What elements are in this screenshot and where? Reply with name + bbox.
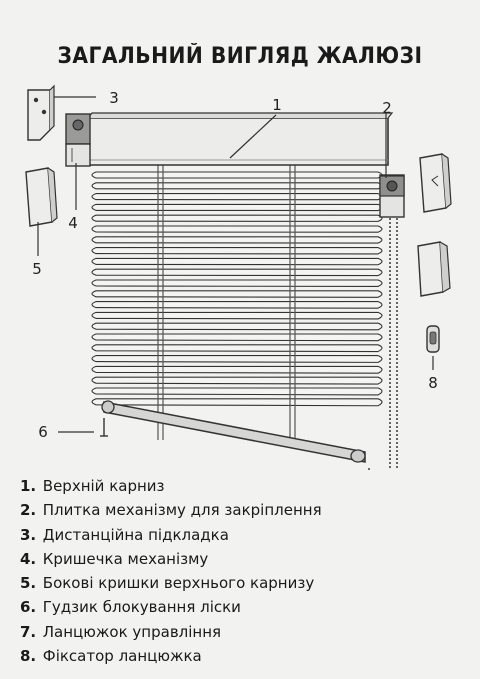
legend-number: 3. xyxy=(20,525,37,544)
legend-text: Плитка механізму для закріплення xyxy=(42,501,322,520)
legend-number: 4. xyxy=(20,549,37,568)
legend-number: 6. xyxy=(20,598,37,617)
slat xyxy=(91,279,383,288)
slat xyxy=(91,225,383,233)
slat xyxy=(91,398,383,407)
legend-item: 8. Фіксатор ланцюжка xyxy=(20,644,322,668)
callout-6: 6 xyxy=(38,423,48,441)
chain-fixer-part xyxy=(426,325,440,353)
bottom-rail xyxy=(101,400,366,463)
legend-text: Кришечка механізму xyxy=(42,549,209,568)
slat xyxy=(91,247,383,255)
legend-item: 2. Плитка механізму для закріплення xyxy=(20,498,322,522)
slats-group xyxy=(91,171,383,407)
left-mechanism-cap xyxy=(65,113,91,167)
parts-legend: 1. Верхній карниз 2. Плитка механізму дл… xyxy=(20,474,322,668)
slat xyxy=(91,268,383,277)
control-chain xyxy=(389,218,398,470)
slat xyxy=(91,203,383,212)
slat xyxy=(91,333,383,342)
legend-item: 3. Дистанційна підкладка xyxy=(20,523,322,547)
slat xyxy=(91,214,383,222)
callout-4: 4 xyxy=(68,214,78,232)
slat xyxy=(91,301,383,309)
legend-number: 5. xyxy=(20,574,37,593)
right-bracket-cap-part xyxy=(419,153,452,213)
right-side-cap-part xyxy=(417,241,451,297)
slat xyxy=(91,290,383,298)
legend-item: 4. Кришечка механізму xyxy=(20,547,322,571)
legend-number: 7. xyxy=(20,622,37,641)
legend-number: 2. xyxy=(20,501,37,520)
diagram-title: ЗАГАЛЬНИЙ ВИГЛЯД ЖАЛЮЗІ xyxy=(57,44,423,69)
right-mechanism-bracket xyxy=(379,174,405,218)
callout-1: 1 xyxy=(272,96,282,114)
slat xyxy=(91,236,383,244)
legend-number: 1. xyxy=(20,477,37,495)
callout-3: 3 xyxy=(109,89,119,107)
spacer-pad-part xyxy=(27,84,55,141)
slat xyxy=(91,365,383,374)
slat xyxy=(91,182,383,190)
callout-2: 2 xyxy=(382,99,392,117)
legend-text: Дистанційна підкладка xyxy=(42,525,229,544)
slat xyxy=(91,311,383,320)
slat xyxy=(91,344,383,353)
callout-8: 8 xyxy=(428,374,438,392)
legend-number: 8. xyxy=(20,647,37,666)
legend-text: Бокові кришки верхнього карнизу xyxy=(42,574,315,593)
slat xyxy=(91,355,383,363)
legend-item: 5. Бокові кришки верхнього карнизу xyxy=(20,571,322,595)
lock-knob-left xyxy=(100,418,108,437)
slat xyxy=(91,193,383,201)
legend-item: 6. Гудзик блокування ліски xyxy=(20,595,322,619)
legend-item: 1. Верхній карниз xyxy=(20,474,322,498)
legend-text: Ланцюжок управління xyxy=(42,622,222,641)
legend-text: Верхній карниз xyxy=(42,477,165,495)
leader-lines xyxy=(37,96,434,433)
head-rail xyxy=(87,112,394,166)
slat xyxy=(91,376,383,385)
blinds-diagram: 1 2 3 4 5 6 7 8 xyxy=(25,84,452,470)
ladder-strings xyxy=(157,165,296,440)
legend-item: 7. Ланцюжок управління xyxy=(20,620,322,644)
slat xyxy=(91,257,383,266)
callout-5: 5 xyxy=(32,260,42,278)
legend-text: Гудзик блокування ліски xyxy=(42,598,241,617)
side-cap-part xyxy=(25,167,58,227)
slat xyxy=(91,322,383,331)
legend-text: Фіксатор ланцюжка xyxy=(42,647,202,666)
slat xyxy=(91,171,383,179)
lock-knob-right xyxy=(368,468,370,470)
slat xyxy=(91,387,383,396)
